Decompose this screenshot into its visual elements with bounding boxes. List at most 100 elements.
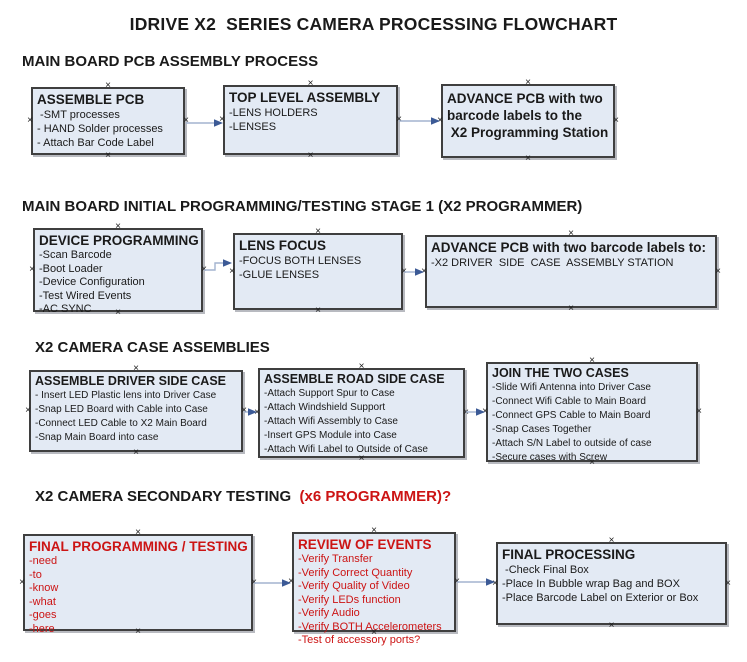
- flow-box-advance-pcb-programming-station[interactable]: ADVANCE PCB with two barcode labels to t…: [437, 78, 619, 164]
- connection-point-icon: ×: [229, 265, 235, 277]
- box-item: -Verify Quality of Video: [298, 580, 410, 592]
- box-item: -goes: [29, 609, 57, 621]
- box-item: -Test Wired Events: [39, 289, 132, 302]
- box-item: -Attach S/N Label to outside of case: [492, 438, 652, 449]
- flow-box-device-programming[interactable]: DEVICE PROGRAMMING -Scan Barcode -Boot L…: [29, 222, 207, 318]
- box-title: REVIEW OF EVENTS: [298, 537, 432, 552]
- connection-point-icon: ×: [19, 576, 25, 588]
- arrow-road-case-to-join-cases[interactable]: [466, 408, 485, 416]
- box-item: -what: [29, 595, 56, 608]
- flow-box-assemble-pcb[interactable]: ASSEMBLE PCB -SMT processes - HAND Solde…: [27, 81, 189, 161]
- box-item: -Slide Wifi Antenna into Driver Case: [492, 382, 651, 393]
- connection-point-icon: ×: [254, 407, 260, 418]
- connection-point-icon: ×: [27, 115, 33, 126]
- flow-box-final-processing[interactable]: FINAL PROCESSING -Check Final Box -Place…: [492, 536, 731, 631]
- box-item: -Boot Loader: [39, 262, 103, 275]
- connection-point-icon: ×: [288, 576, 294, 587]
- connection-point-icon: ×: [568, 303, 574, 314]
- connection-point-icon: ×: [696, 406, 702, 417]
- box-item: -Verify LEDs function: [298, 593, 401, 606]
- connection-point-icon: ×: [307, 78, 314, 89]
- connection-point-icon: ×: [401, 265, 407, 277]
- flow-box-assemble-driver-side-case[interactable]: ASSEMBLE DRIVER SIDE CASE - Insert LED P…: [25, 364, 247, 458]
- box-item: -Secure cases with Screw: [492, 452, 608, 463]
- box-title: DEVICE PROGRAMMING: [39, 233, 199, 248]
- arrow-assemble-pcb-to-top-level[interactable]: [186, 119, 223, 127]
- flow-box-lens-focus[interactable]: LENS FOCUS -FOCUS BOTH LENSES -GLUE LENS…: [229, 227, 407, 316]
- box-item: - Insert LED Plastic lens into Driver Ca…: [35, 390, 217, 401]
- connection-point-icon: ×: [105, 80, 111, 91]
- box-item: -Verify Transfer: [298, 553, 373, 565]
- connection-point-icon: ×: [135, 527, 141, 538]
- section-heading-case-assemblies: X2 CAMERA CASE ASSEMBLIES: [35, 339, 270, 356]
- connection-point-icon: ×: [437, 115, 443, 126]
- box-item: -Device Configuration: [39, 276, 145, 288]
- connection-point-icon: ×: [525, 77, 531, 88]
- box-item: -Attach Wifi Assembly to Case: [264, 416, 398, 427]
- box-item: - HAND Solder processes: [37, 123, 163, 135]
- box-item: -Connect Wifi Cable to Main Board: [492, 396, 646, 407]
- connection-point-icon: ×: [463, 407, 469, 418]
- connection-point-icon: ×: [307, 150, 314, 161]
- arrow-device-programming-to-lens-focus[interactable]: [204, 259, 232, 271]
- box-item: -LENS HOLDERS: [229, 107, 318, 119]
- connection-point-icon: ×: [568, 228, 574, 239]
- box-item: -Insert GPS Module into Case: [264, 430, 397, 441]
- box-title-line: barcode labels to the: [447, 108, 583, 123]
- box-item: -FOCUS BOTH LENSES: [239, 255, 362, 267]
- section-heading-red-part: (x6 PROGRAMMER)?: [291, 488, 452, 505]
- section-heading-initial-programming: MAIN BOARD INITIAL PROGRAMMING/TESTING S…: [22, 198, 583, 215]
- box-item: -know: [29, 582, 59, 594]
- connection-point-icon: ×: [396, 114, 402, 125]
- box-title: FINAL PROGRAMMING / TESTING: [29, 539, 248, 554]
- connection-point-icon: ×: [725, 577, 731, 589]
- box-item: -AC SYNC: [39, 303, 92, 315]
- connection-point-icon: ×: [608, 620, 615, 631]
- connection-point-icon: ×: [358, 361, 365, 372]
- connection-point-icon: ×: [251, 576, 257, 588]
- arrow-final-programming-to-review[interactable]: [254, 579, 291, 587]
- arrow-driver-case-to-road-case[interactable]: [244, 408, 257, 416]
- box-item: -Connect LED Cable to X2 Main Board: [35, 418, 207, 429]
- section-heading-black-part: X2 CAMERA SECONDARY TESTING: [35, 488, 292, 505]
- box-title: JOIN THE TWO CASES: [492, 366, 629, 380]
- connection-point-icon: ×: [315, 226, 321, 237]
- box-title-line: X2 Programming Station: [447, 125, 609, 140]
- box-item: -here: [29, 622, 55, 635]
- box-item: -Place In Bubble wrap Bag and BOX: [502, 578, 680, 590]
- section-heading-secondary-testing: X2 CAMERA SECONDARY TESTING (x6 PROGRAMM…: [35, 488, 451, 505]
- box-item: -X2 DRIVER SIDE CASE ASSEMBLY STATION: [431, 257, 674, 269]
- box-item: -to: [29, 568, 42, 581]
- box-item: -need: [29, 555, 58, 567]
- box-title: FINAL PROCESSING: [502, 547, 636, 562]
- connection-point-icon: ×: [589, 355, 595, 366]
- flow-box-advance-pcb-driver-side-station[interactable]: ADVANCE PCB with two barcode labels to: …: [421, 229, 721, 314]
- box-item: -Snap LED Board with Cable into Case: [35, 404, 208, 415]
- connection-point-icon: ×: [29, 264, 35, 275]
- connection-point-icon: ×: [241, 405, 247, 416]
- flow-box-join-the-two-cases[interactable]: JOIN THE TWO CASES -Slide Wifi Antenna i…: [482, 356, 702, 468]
- box-title: ASSEMBLE PCB: [37, 92, 145, 107]
- arrow-review-to-final-processing[interactable]: [457, 578, 495, 586]
- box-item: -Attach Windshield Support: [264, 402, 386, 413]
- connection-point-icon: ×: [525, 153, 531, 164]
- flow-box-assemble-road-side-case[interactable]: ASSEMBLE ROAD SIDE CASE -Attach Support …: [254, 362, 469, 464]
- connection-point-icon: ×: [183, 115, 189, 126]
- box-title: LENS FOCUS: [239, 238, 327, 253]
- box-title: ASSEMBLE DRIVER SIDE CASE: [35, 374, 227, 388]
- flow-box-review-of-events[interactable]: REVIEW OF EVENTS -Verify Transfer -Verif…: [288, 526, 460, 647]
- box-item: -Connect GPS Cable to Main Board: [492, 410, 651, 421]
- box-item: -Attach Wifi Label to Outside of Case: [264, 444, 428, 455]
- connection-point-icon: ×: [105, 150, 111, 161]
- box-title: ASSEMBLE ROAD SIDE CASE: [264, 372, 445, 386]
- flow-box-top-level-assembly[interactable]: TOP LEVEL ASSEMBLY -LENS HOLDERS -LENSES…: [219, 79, 402, 161]
- box-item: -Verify Correct Quantity: [298, 566, 413, 579]
- arrow-top-level-to-advance-pcb[interactable]: [399, 117, 440, 125]
- box-item: - Attach Bar Code Label: [37, 137, 154, 149]
- arrow-lens-focus-to-advance-pcb[interactable]: [404, 268, 424, 276]
- connection-point-icon: ×: [482, 406, 488, 417]
- connection-point-icon: ×: [421, 265, 427, 277]
- flow-box-final-programming-testing[interactable]: FINAL PROGRAMMING / TESTING -need -to -k…: [19, 528, 257, 637]
- box-title: ADVANCE PCB with two barcode labels to:: [431, 240, 707, 255]
